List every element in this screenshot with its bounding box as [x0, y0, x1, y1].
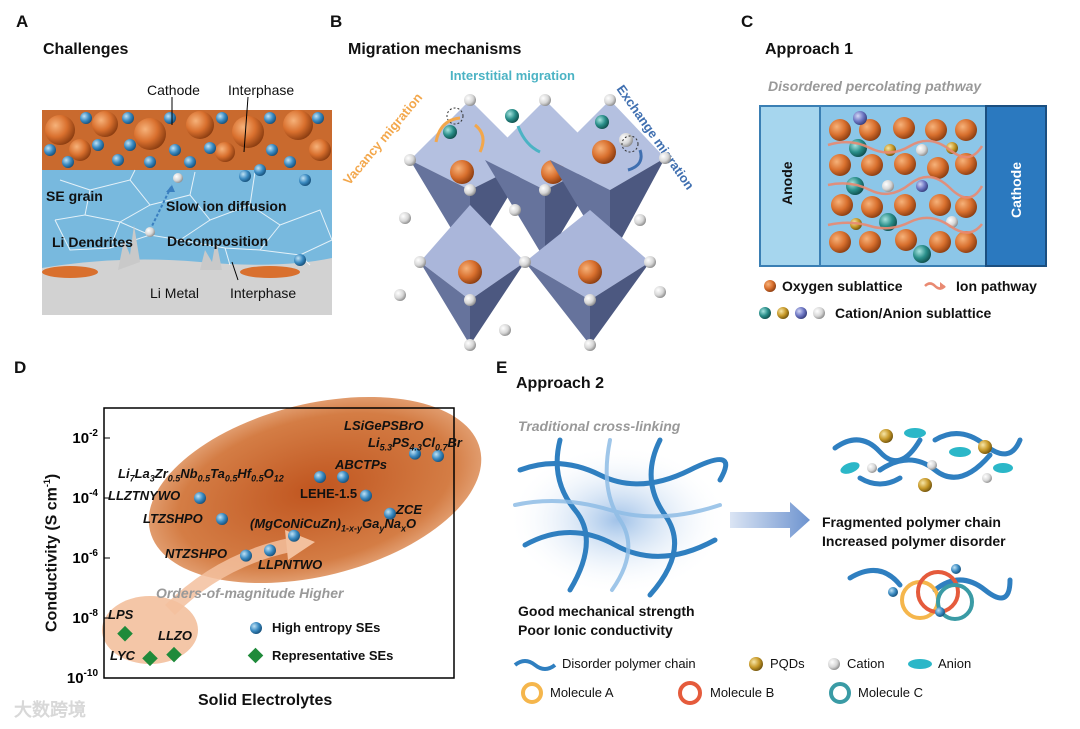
point-label-llzo-he: Li7La3Zr0.5Nb0.5Ta0.5Hf0.5O12: [118, 466, 284, 484]
data-point-high-entropy: [216, 512, 228, 525]
legend-marker-high: [250, 622, 262, 634]
data-point-high-entropy: [240, 549, 252, 562]
point-label-lsigepsbro: LSiGePSBrO: [344, 418, 424, 433]
label-cathode-a: Cathode: [147, 82, 200, 98]
label-interstitial: Interstitial migration: [450, 68, 575, 83]
label-mechanical: Good mechanical strength: [518, 603, 695, 619]
point-label-llzo: LLZO: [158, 628, 192, 643]
data-point-high-entropy: [194, 492, 206, 504]
watermark: 大数跨境: [14, 700, 86, 720]
legend-molecule-a: Molecule A: [550, 685, 614, 700]
label-decomposition: Decomposition: [167, 233, 269, 249]
orders-annotation: Orders-of-magnitude Higher: [156, 585, 344, 601]
point-label-ltzshpo: LTZSHPO: [143, 511, 203, 526]
panel-e-subtitle: Traditional cross-linking: [518, 418, 681, 434]
label-dendrites: Li Dendrites: [52, 234, 133, 250]
panel-b-letter: B: [330, 12, 343, 31]
panel-c-title: Approach 1: [765, 41, 854, 58]
point-label-ntzshpo: NTZSHPO: [165, 546, 228, 561]
data-point-high-entropy: [409, 447, 421, 460]
label-li-metal: Li Metal: [150, 285, 200, 301]
point-label-mgconicuzn: (MgCoNiCuZn)1-x-yGayNaxO: [250, 516, 417, 534]
data-point-high-entropy: [337, 471, 349, 484]
y-tick-label: 10-6: [72, 548, 98, 567]
y-tick-label: 10-8: [72, 608, 98, 627]
legend-representative: Representative SEs: [272, 648, 394, 663]
label-slow-ion: Slow ion diffusion: [166, 198, 287, 214]
data-point-representative: [166, 646, 182, 663]
legend-anion: Anion: [938, 656, 972, 671]
y-tick-label: 10-10: [67, 668, 99, 687]
point-label-llztnywo: LLZTNYWO: [108, 488, 181, 503]
data-point-high-entropy: [360, 489, 372, 502]
high-entropy-region: [148, 396, 482, 584]
point-label-lyc: LYC: [110, 648, 136, 663]
label-fragmented: Fragmented polymer chain: [822, 514, 1001, 530]
legend-pqds: PQDs: [770, 656, 805, 671]
point-label-lehe: LEHE-1.5: [300, 486, 358, 501]
label-interphase-top: Interphase: [228, 82, 295, 98]
label-poor-ionic: Poor Ionic conductivity: [518, 622, 673, 638]
panel-a-letter: A: [16, 12, 29, 31]
panel-c-subtitle: Disordered percolating pathway: [768, 78, 982, 94]
legend-molecule-c: Molecule C: [858, 685, 924, 700]
point-label-llpntwo: LLPNTWO: [258, 557, 323, 572]
legend-polymer-chain: Disorder polymer chain: [562, 656, 696, 671]
legend-molecule-b: Molecule B: [710, 685, 775, 700]
label-increased-disorder: Increased polymer disorder: [822, 533, 1006, 549]
panel-d-letter: D: [14, 358, 27, 377]
point-label-lps: LPS: [108, 607, 134, 622]
panel-b-title: Migration mechanisms: [348, 41, 522, 58]
data-point-high-entropy: [384, 507, 396, 520]
data-point-representative: [142, 650, 158, 667]
label-interphase-bottom: Interphase: [230, 285, 297, 301]
panel-a-title: Challenges: [43, 41, 129, 58]
point-label-li53ps: Li5.3PS4.3Cl0.7Br: [368, 435, 462, 453]
panel-e-title: Approach 2: [516, 375, 605, 392]
point-label-zce: ZCE: [396, 502, 422, 517]
point-label-abctps: ABCTPs: [335, 457, 388, 472]
x-axis-label: Solid Electrolytes: [198, 692, 333, 709]
data-point-high-entropy: [432, 450, 444, 463]
plot-frame: [103, 407, 455, 679]
legend-high-entropy: High entropy SEs: [272, 620, 381, 635]
data-point-high-entropy: [288, 529, 300, 542]
y-tick-label: 10-4: [72, 488, 98, 507]
panel-e-letter: E: [496, 358, 508, 377]
data-point-high-entropy: [314, 471, 326, 484]
legend-cation-anion: Cation/Anion sublattice: [835, 305, 992, 321]
data-point-high-entropy: [264, 544, 276, 557]
y-tick-label: 10-2: [72, 428, 98, 447]
label-se-grain: SE grain: [46, 188, 103, 204]
legend-oxygen: Oxygen sublattice: [782, 278, 903, 294]
panel-c-letter: C: [741, 12, 754, 31]
legend-cation: Cation: [847, 656, 885, 671]
legend-ion-pathway: Ion pathway: [956, 278, 1037, 294]
